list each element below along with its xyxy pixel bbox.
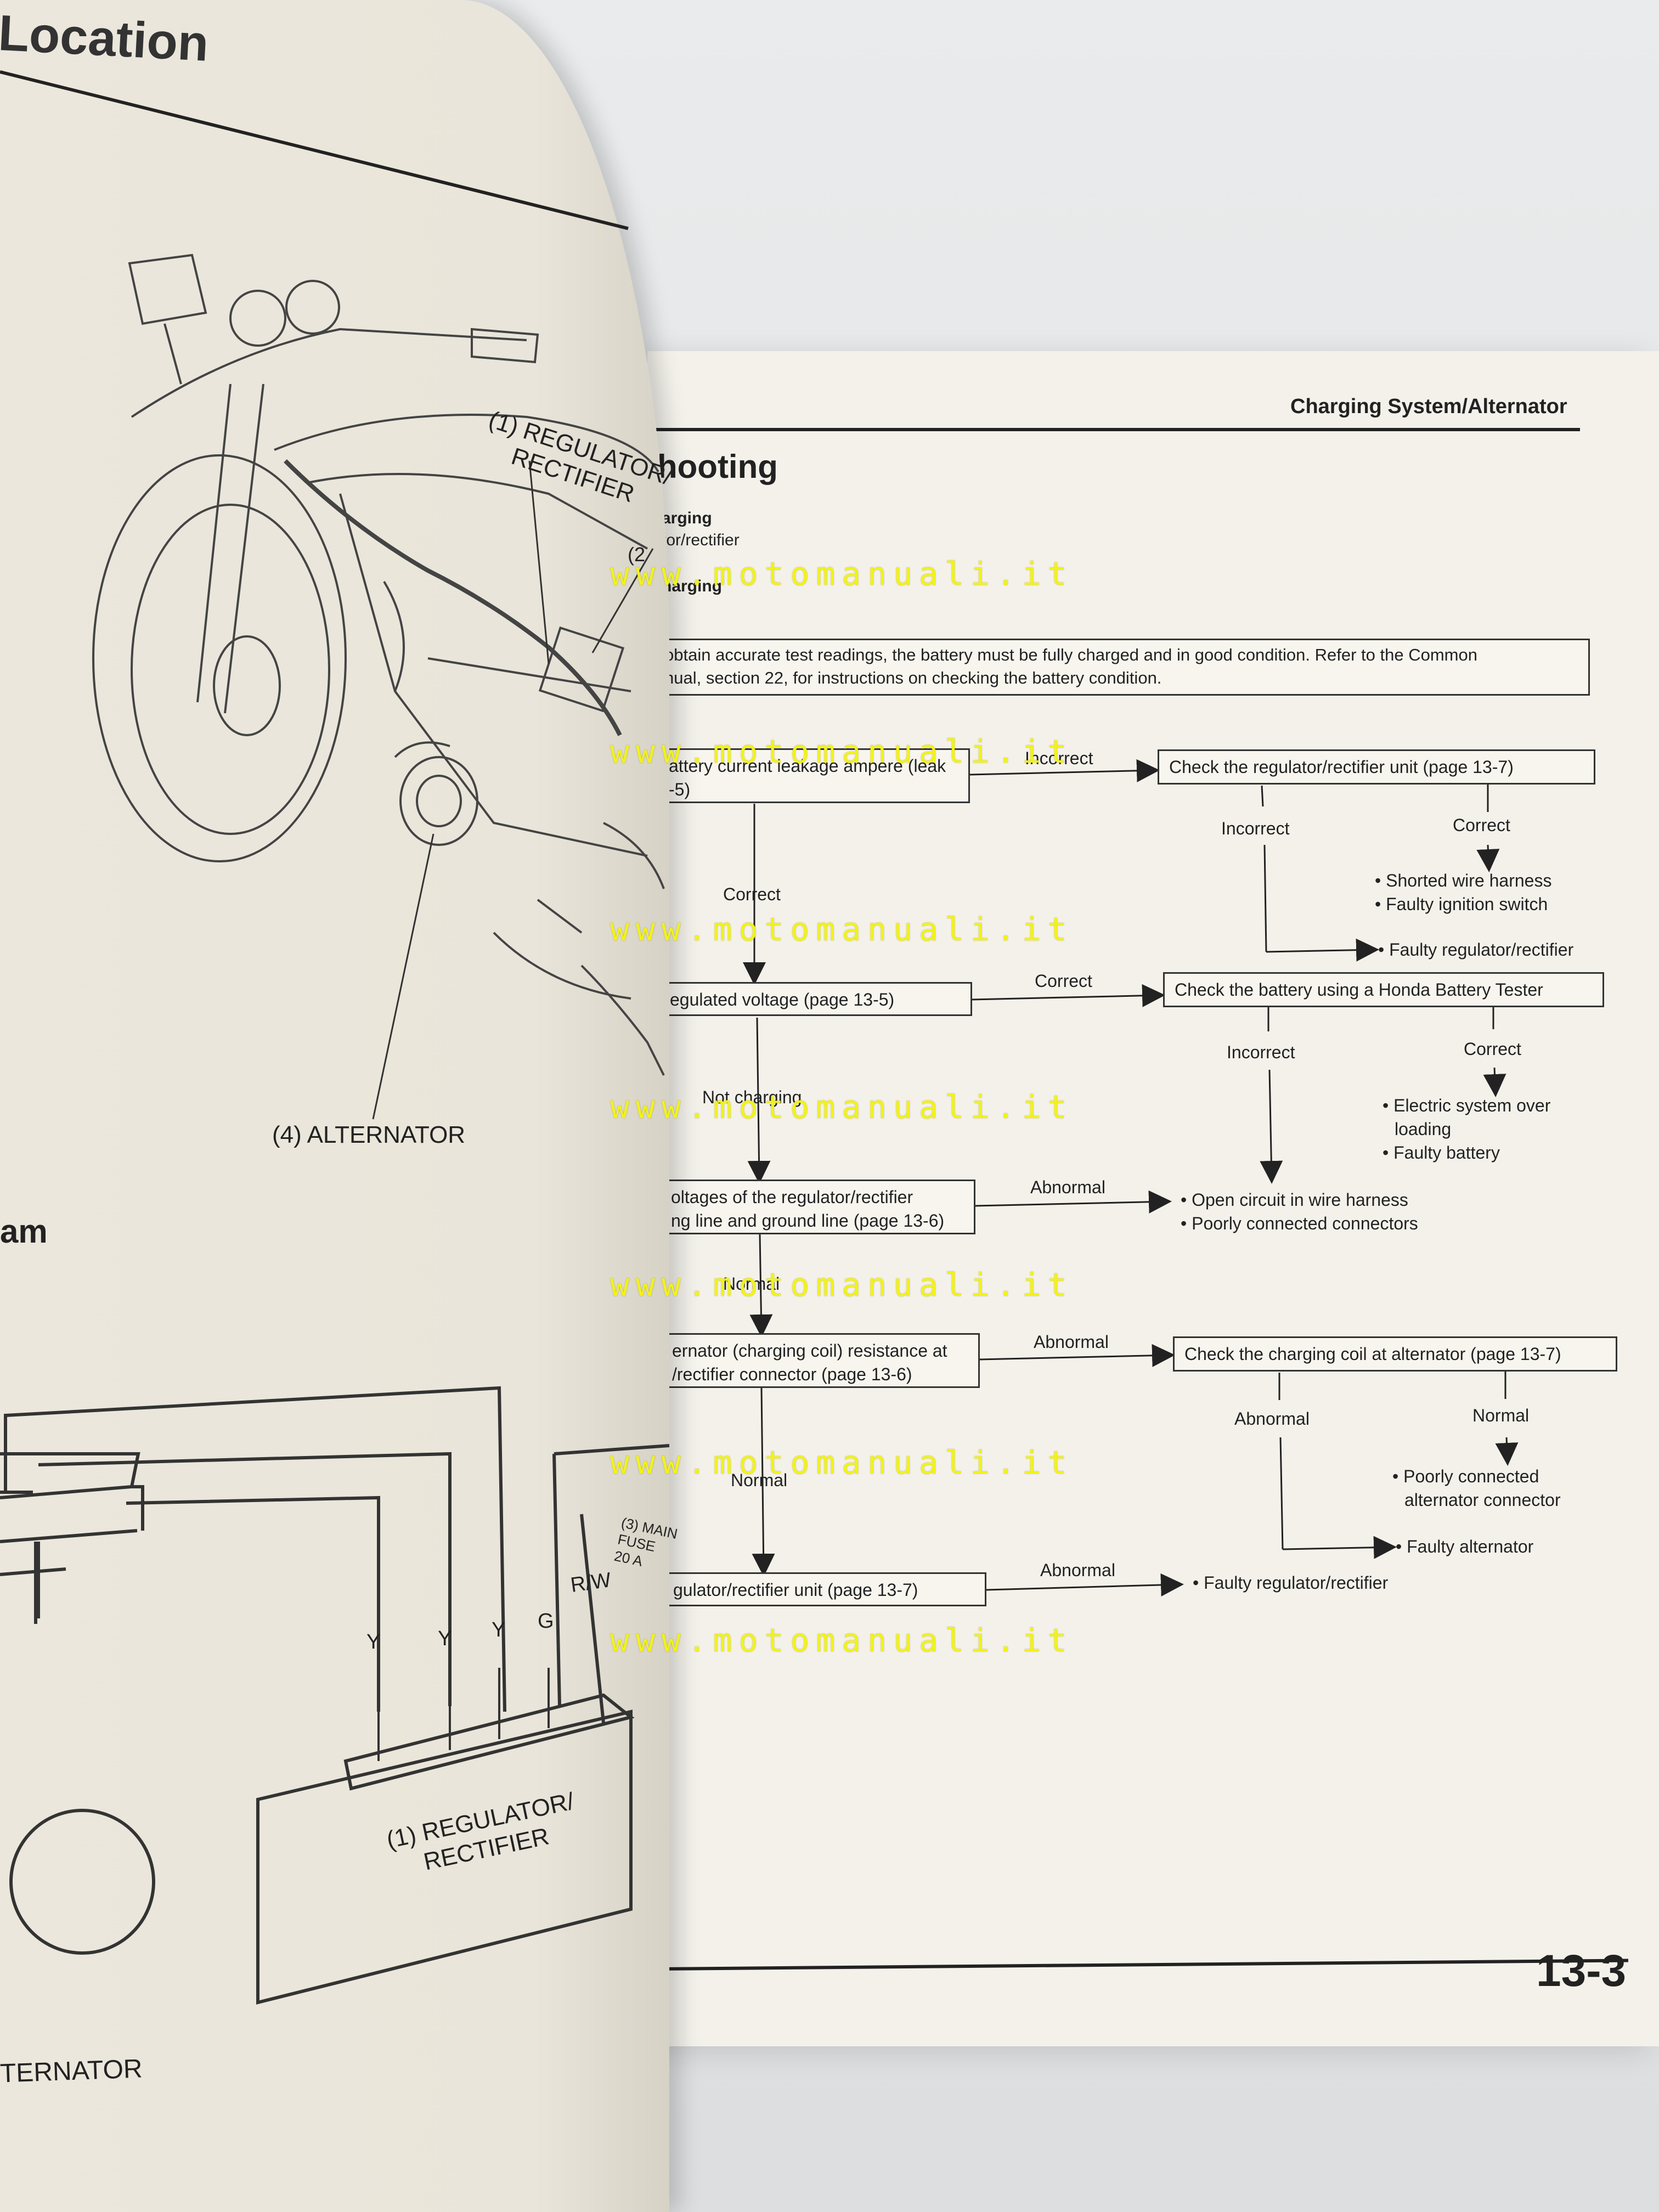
section-title: hooting bbox=[657, 448, 778, 485]
subtitle-line-2: tor/rectifier bbox=[662, 531, 740, 549]
branch-4-result-1: • Poorly connected bbox=[1392, 1466, 1539, 1486]
watermark-4: www.motomanuali.it bbox=[610, 1088, 1074, 1126]
branch-2-left-label: Incorrect bbox=[1227, 1042, 1295, 1062]
watermark-5: www.motomanuali.it bbox=[610, 1266, 1074, 1304]
branch-1-right-results: • Shorted wire harness • Faulty ignition… bbox=[1375, 869, 1551, 916]
wire-label-y3: Y bbox=[492, 1618, 506, 1641]
branch-3-result-2: • Poorly connected connectors bbox=[1181, 1214, 1418, 1234]
step-3-line-1: oltages of the regulator/rectifier bbox=[671, 1187, 913, 1207]
callout-2: (2 bbox=[628, 543, 646, 566]
branch-2-box-text: Check the battery using a Honda Battery … bbox=[1175, 980, 1543, 1000]
branch-4-left-result: • Faulty alternator bbox=[1396, 1537, 1534, 1556]
branch-2-result-3: • Faulty battery bbox=[1383, 1143, 1500, 1163]
branch-3-results: • Open circuit in wire harness • Poorly … bbox=[1181, 1188, 1418, 1235]
diagram-heading-fragment: am bbox=[0, 1213, 48, 1250]
branch-2-box: Check the battery using a Honda Battery … bbox=[1163, 972, 1604, 1007]
branch-1-result-1: • Shorted wire harness bbox=[1375, 871, 1552, 890]
branch-4-label: Abnormal bbox=[1034, 1332, 1109, 1352]
branch-1-box: Check the regulator/rectifier unit (page… bbox=[1158, 749, 1595, 785]
down-label-not-charging: Not charging bbox=[702, 1087, 802, 1107]
step-5-line-1: gulator/rectifier unit (page 13-7) bbox=[673, 1580, 918, 1600]
branch-4-left-label: Abnormal bbox=[1234, 1409, 1310, 1429]
step-4-line-2: /rectifier connector (page 13-6) bbox=[672, 1364, 912, 1385]
branch-2-result-1: • Electric system over bbox=[1383, 1096, 1551, 1115]
step-3-line-2: ng line and ground line (page 13-6) bbox=[671, 1211, 945, 1231]
note-line-2: nual, section 22, for instructions on ch… bbox=[664, 668, 1162, 687]
step-1-line-2: -5) bbox=[669, 780, 691, 800]
branch-5-label: Abnormal bbox=[1040, 1560, 1115, 1580]
diagram-alternator-label: TERNATOR bbox=[0, 2054, 143, 2089]
down-label-normal-2: Normal bbox=[731, 1470, 788, 1490]
step-box-2: egulated voltage (page 13-5) bbox=[658, 982, 972, 1016]
callout-alternator: (4) ALTERNATOR bbox=[272, 1121, 466, 1148]
wiring-diagram bbox=[0, 1386, 669, 2005]
watermark-2: www.motomanuali.it bbox=[610, 733, 1074, 770]
motorcycle-illustration bbox=[92, 253, 665, 1120]
right-page-header: Charging System/Alternator bbox=[1290, 395, 1567, 418]
branch-1-label: Incorrect bbox=[1025, 748, 1093, 768]
down-label-correct: Correct bbox=[723, 884, 781, 904]
branch-2-label: Correct bbox=[1035, 971, 1092, 991]
step-box-5: gulator/rectifier unit (page 13-7) bbox=[662, 1572, 986, 1606]
left-page bbox=[0, 0, 669, 2212]
branch-1-left-result: • Faulty regulator/rectifier bbox=[1378, 940, 1574, 960]
wire-label-g: G bbox=[538, 1610, 554, 1633]
step-box-4: ernator (charging coil) resistance at /r… bbox=[661, 1333, 980, 1388]
subtitle-line-1: arging bbox=[662, 509, 712, 527]
wire-label-y1: Y bbox=[366, 1630, 381, 1654]
note-line-1: obtain accurate test readings, the batte… bbox=[664, 645, 1477, 664]
branch-2-right-label: Correct bbox=[1464, 1039, 1521, 1059]
branch-2-result-2: loading bbox=[1395, 1119, 1452, 1139]
watermark-7: www.motomanuali.it bbox=[610, 1622, 1074, 1659]
step-2-line-1: egulated voltage (page 13-5) bbox=[670, 990, 895, 1009]
watermark-6: www.motomanuali.it bbox=[610, 1444, 1074, 1481]
page-number: 13-3 bbox=[1536, 1946, 1627, 1996]
subtitle-line-3: harging bbox=[662, 577, 722, 595]
branch-1-right-label: Correct bbox=[1453, 815, 1510, 835]
branch-1-left-label: Incorrect bbox=[1221, 819, 1290, 838]
note-box: obtain accurate test readings, the batte… bbox=[656, 639, 1590, 696]
watermark-1: www.motomanuali.it bbox=[610, 555, 1074, 592]
branch-4-result-2: alternator connector bbox=[1404, 1490, 1561, 1510]
branch-4-box: Check the charging coil at alternator (p… bbox=[1173, 1336, 1617, 1372]
step-1-line-1: attery current leakage ampere (leak bbox=[669, 756, 946, 776]
watermark-3: www.motomanuali.it bbox=[610, 911, 1074, 948]
header-rule bbox=[653, 428, 1580, 431]
branch-4-right-label: Normal bbox=[1472, 1406, 1530, 1425]
branch-5-result: • Faulty regulator/rectifier bbox=[1193, 1573, 1389, 1593]
branch-3-result-1: • Open circuit in wire harness bbox=[1181, 1190, 1408, 1210]
wire-label-y2: Y bbox=[438, 1627, 452, 1650]
branch-1-result-2: • Faulty ignition switch bbox=[1375, 894, 1548, 915]
step-box-3: oltages of the regulator/rectifier ng li… bbox=[659, 1180, 975, 1234]
branch-3-label: Abnormal bbox=[1030, 1177, 1105, 1197]
step-box-1: attery current leakage ampere (leak -5) bbox=[657, 748, 970, 803]
branch-4-box-text: Check the charging coil at alternator (p… bbox=[1184, 1344, 1561, 1364]
branch-2-right-results: • Electric system over loading • Faulty … bbox=[1383, 1094, 1550, 1165]
branch-4-right-results: • Poorly connected alternator connector bbox=[1392, 1465, 1561, 1512]
branch-1-box-text: Check the regulator/rectifier unit (page… bbox=[1169, 757, 1514, 777]
down-label-normal-1: Normal bbox=[723, 1274, 780, 1294]
step-4-line-1: ernator (charging coil) resistance at bbox=[672, 1341, 947, 1361]
